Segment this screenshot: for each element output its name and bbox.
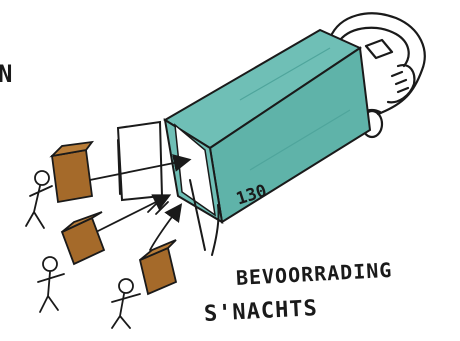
box-icon bbox=[52, 142, 92, 202]
arrow-icon bbox=[150, 206, 180, 250]
box-icon bbox=[62, 212, 104, 264]
worker-icon bbox=[112, 279, 140, 328]
box-icon bbox=[140, 240, 176, 294]
truck-cargo-box bbox=[165, 30, 370, 222]
arrow-icon bbox=[80, 160, 188, 182]
worker-icon bbox=[38, 257, 64, 312]
partial-edge-letter: N bbox=[0, 60, 12, 88]
worker-icon bbox=[26, 171, 52, 228]
